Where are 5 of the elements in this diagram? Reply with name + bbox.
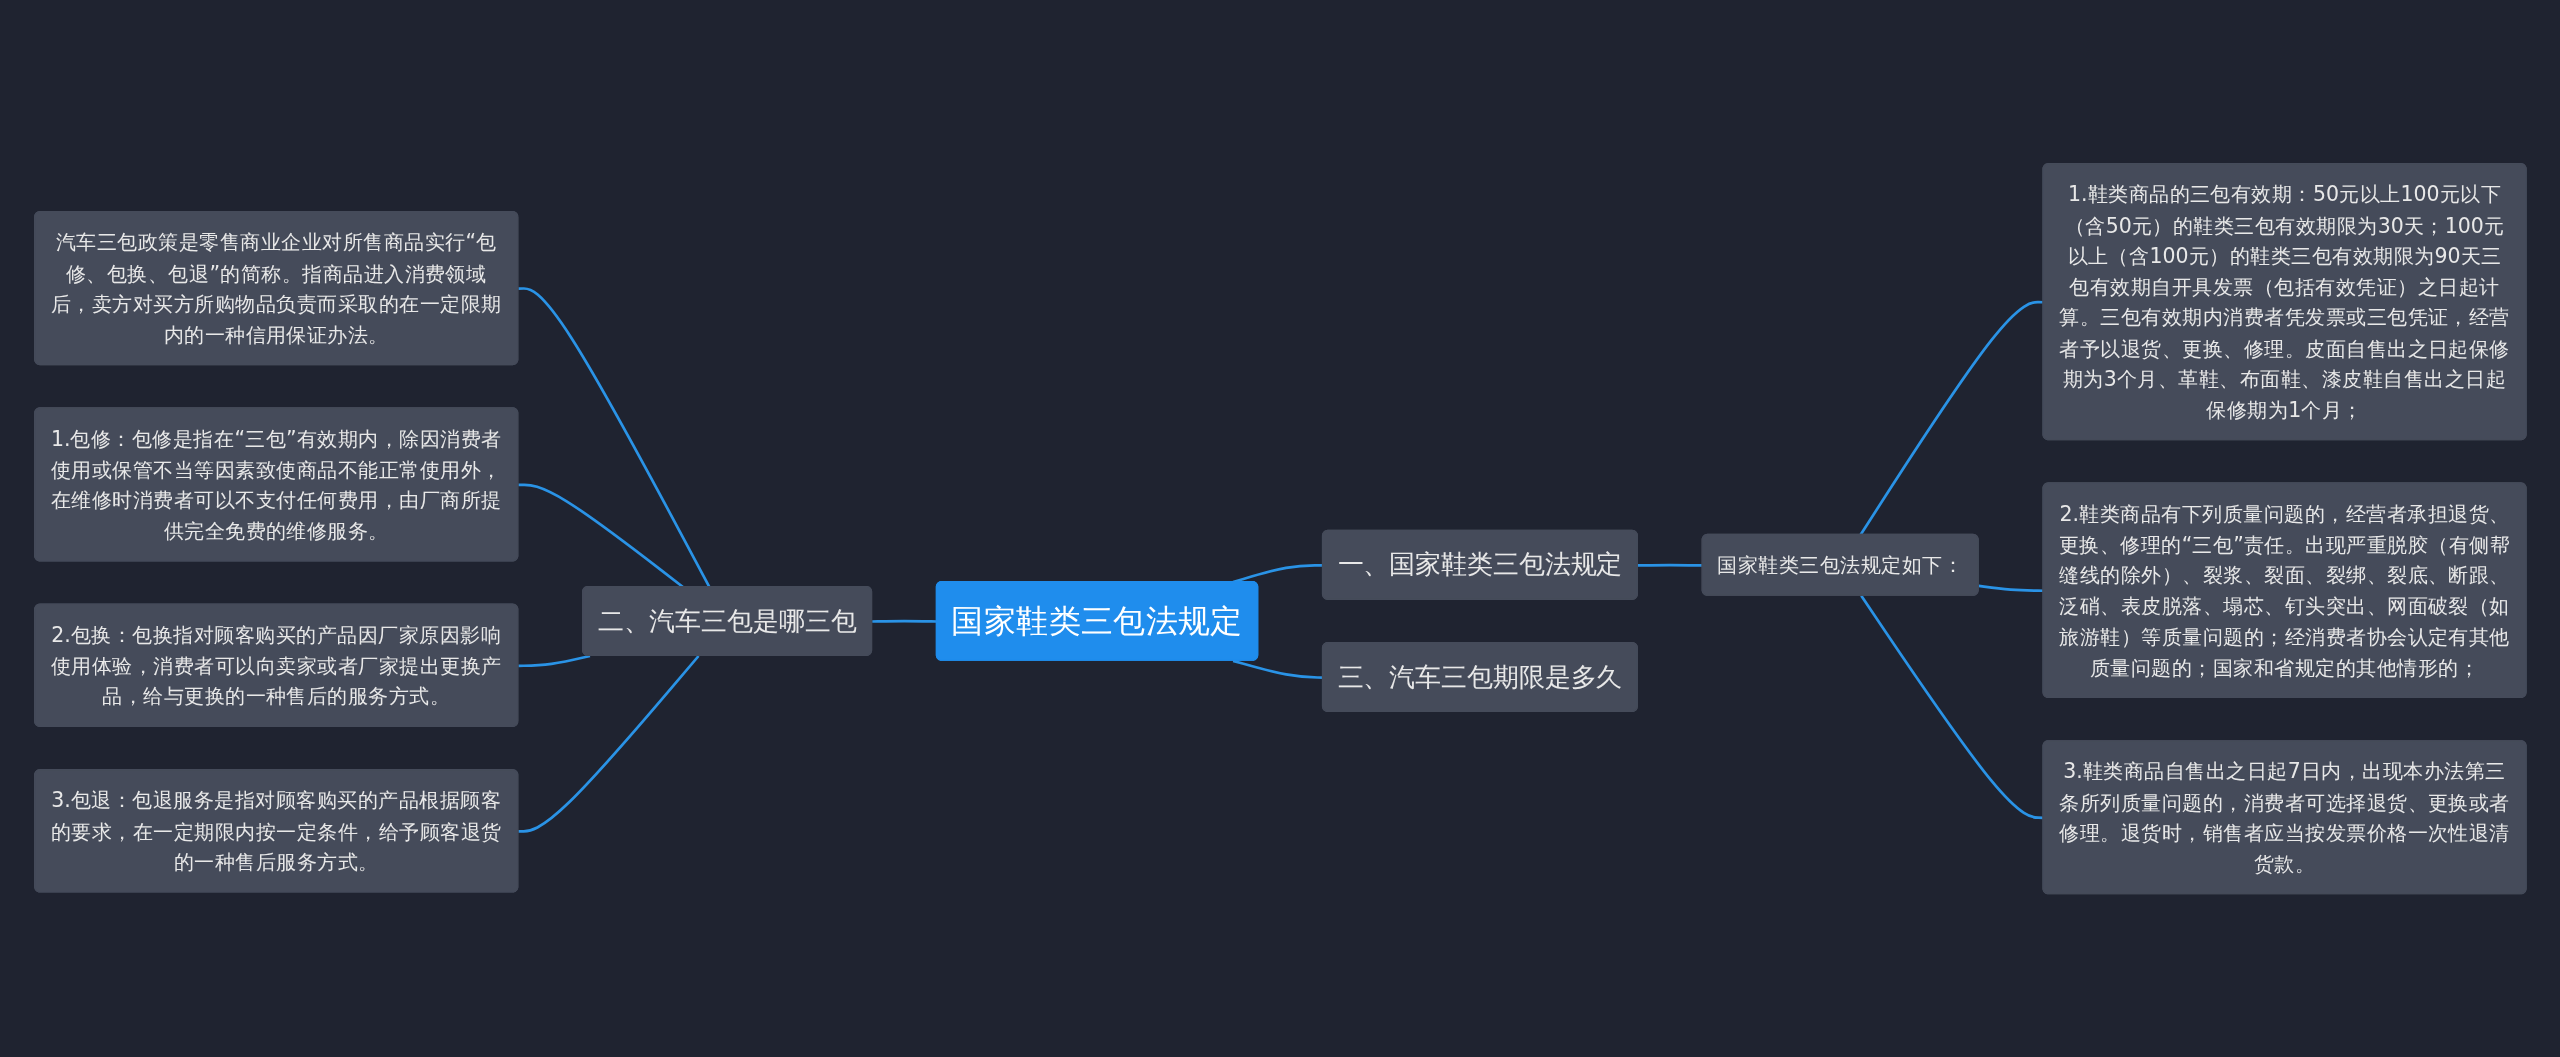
connector — [517, 483, 684, 588]
connector — [1232, 659, 1323, 679]
connector — [517, 654, 590, 667]
connector — [517, 286, 711, 588]
connector — [517, 654, 700, 833]
